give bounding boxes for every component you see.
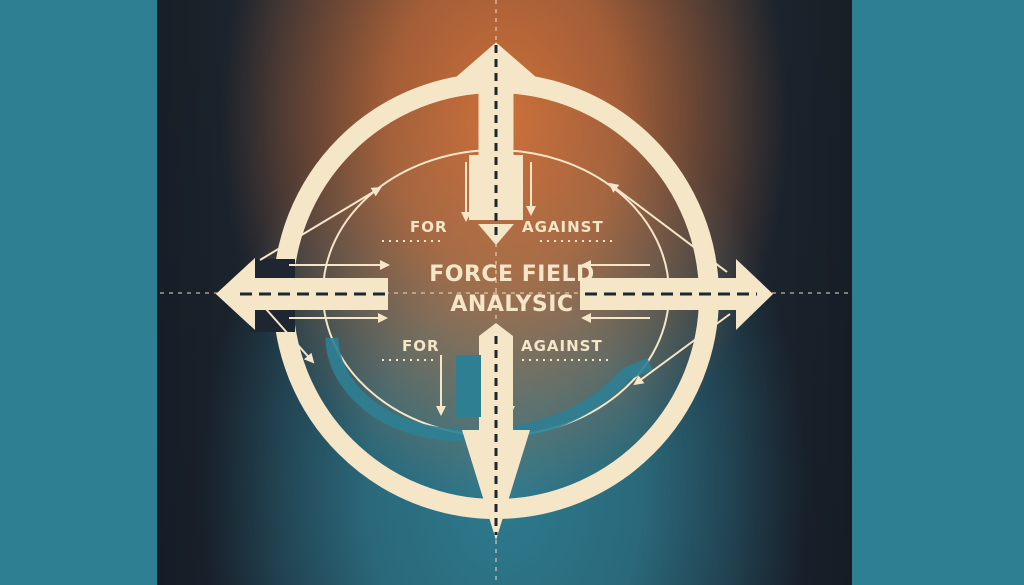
top-force-arrow <box>456 42 536 245</box>
left-lower-diagonal-arrow <box>257 299 315 364</box>
left-upper-diagonal-arrow <box>259 186 382 261</box>
right-lower-diagonal-arrow <box>633 313 731 386</box>
right-force-arrow <box>580 259 773 330</box>
teal-lower-highlight <box>325 337 653 442</box>
right-teal-panel <box>852 0 1024 585</box>
left-force-arrow <box>216 258 388 332</box>
left-teal-panel <box>0 0 157 585</box>
right-upper-diagonal-arrow <box>608 182 728 273</box>
bottom-force-arrow <box>456 323 530 540</box>
